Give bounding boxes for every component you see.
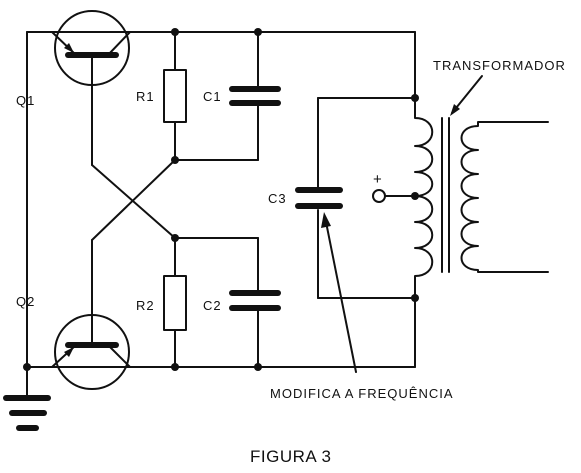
label-r2: R2	[136, 298, 155, 313]
cross-wire-q1-to-r2	[91, 164, 176, 239]
capacitor-c2	[229, 290, 281, 311]
q2-collector-lead	[107, 344, 131, 368]
label-frequency: MODIFICA A FREQUÊNCIA	[270, 386, 454, 401]
transformer	[414, 75, 549, 299]
junction-dot	[171, 363, 179, 371]
frequency-pointer	[325, 221, 357, 373]
junction-dot	[171, 234, 179, 242]
label-c1: C1	[203, 89, 222, 104]
label-c2: C2	[203, 298, 222, 313]
transistor-q2	[51, 314, 131, 390]
transformer-secondary-coil	[460, 121, 549, 273]
frequency-arrow-icon	[321, 212, 331, 228]
label-transformer: TRANSFORMADOR	[433, 58, 566, 73]
label-r1: R1	[136, 89, 155, 104]
q1-emitter-arrow-icon	[64, 43, 74, 53]
junction-dot	[171, 156, 179, 164]
transistor-q1	[51, 10, 131, 86]
label-q2: Q2	[16, 294, 35, 309]
resistor-r1	[163, 69, 187, 123]
positive-terminal-icon	[372, 189, 386, 203]
junction-dot	[171, 28, 179, 36]
cross-wire-r1-to-q2	[91, 159, 176, 241]
label-c3: C3	[268, 191, 287, 206]
q2-body	[54, 314, 130, 390]
junction-dot	[23, 363, 31, 371]
label-plus: +	[373, 171, 383, 188]
junction-dot	[254, 28, 262, 36]
junction-dot	[254, 363, 262, 371]
label-q1: Q1	[16, 93, 35, 108]
figure-caption: FIGURA 3	[250, 447, 331, 466]
transformer-arrow-icon	[450, 104, 460, 116]
capacitor-c1	[229, 86, 281, 106]
resistor-r2	[163, 275, 187, 331]
ground-icon	[3, 395, 51, 431]
q1-collector-lead-inner	[107, 31, 131, 56]
capacitor-c3	[295, 187, 343, 209]
q2-emitter-arrow-icon	[64, 347, 74, 357]
